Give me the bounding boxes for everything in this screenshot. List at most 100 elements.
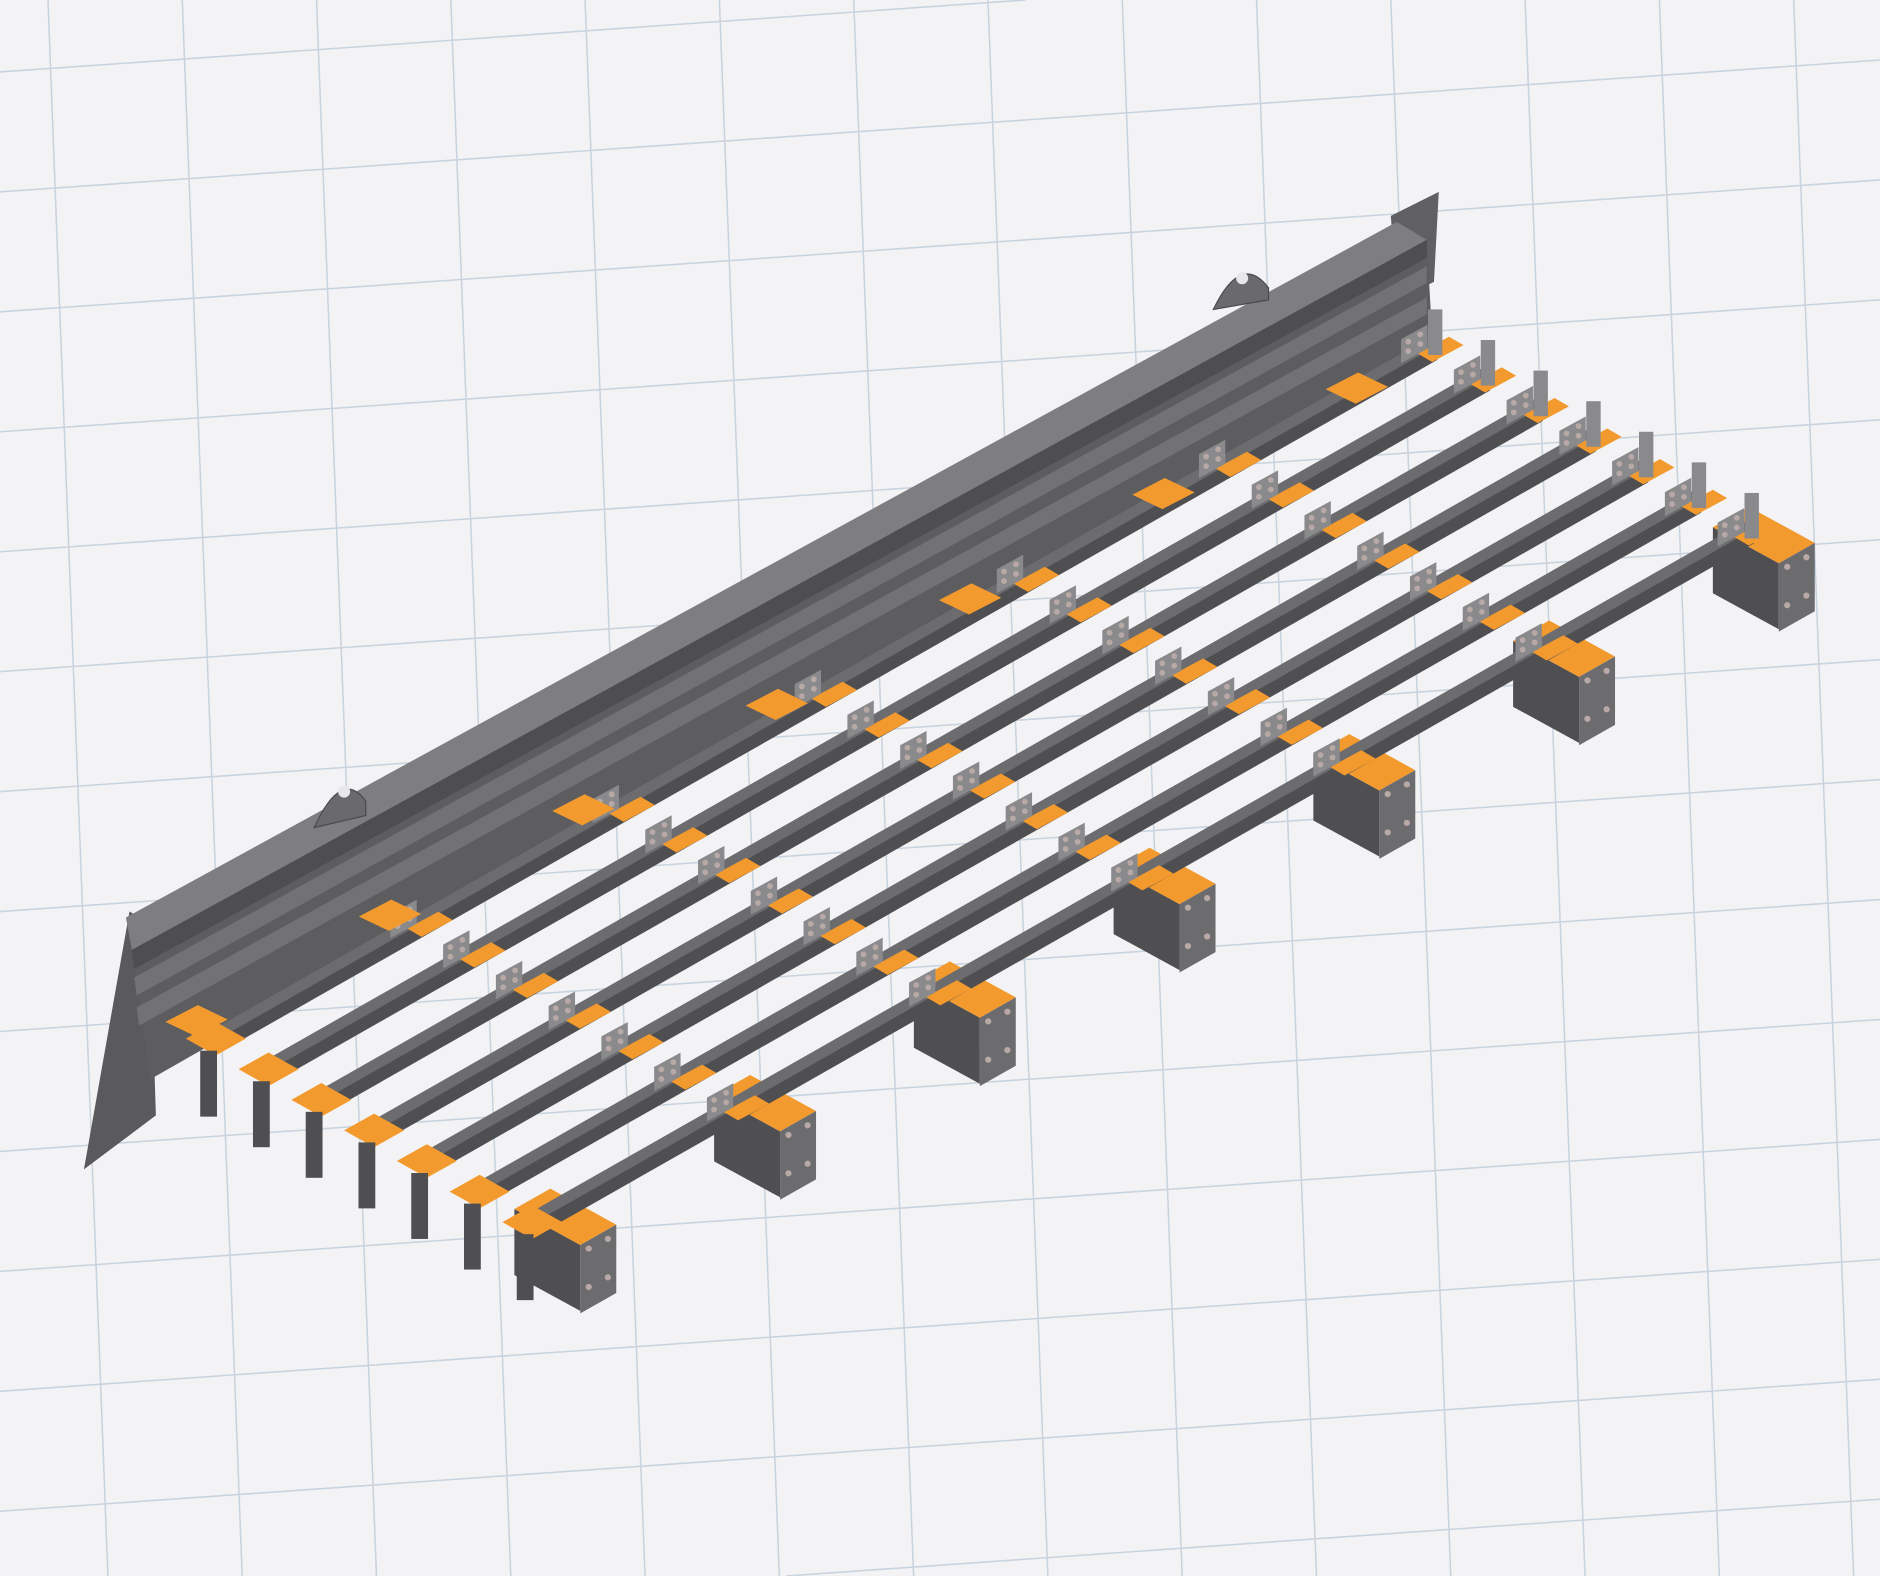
bolt (1184, 904, 1192, 911)
beam-end-clip (1427, 309, 1443, 356)
girder-seat-pad (552, 794, 615, 826)
bolt (1681, 484, 1687, 491)
bolt (863, 716, 870, 723)
clip-pad (811, 681, 858, 707)
clip-pad (670, 1064, 717, 1090)
bolt (1426, 568, 1433, 575)
grid-line-vertical (181, 0, 243, 1576)
beam-end-pad (449, 1174, 510, 1209)
bolt (512, 967, 518, 974)
bolt (1417, 341, 1424, 347)
lifting-lug-hole-right (1236, 272, 1249, 285)
bolt (1563, 440, 1570, 446)
bolt (1004, 1046, 1011, 1054)
bolt (1733, 515, 1740, 521)
beam-end-clip (1480, 340, 1496, 386)
grid-line-horizontal (0, 1258, 1880, 1393)
clip-pad (512, 972, 559, 999)
beam-end-clip (1586, 401, 1601, 447)
bolt (1065, 592, 1072, 598)
bolt (1467, 606, 1473, 613)
bolt (661, 831, 668, 838)
bolt (1329, 744, 1336, 751)
girder-flange-edge (131, 239, 1427, 970)
bolt (1403, 819, 1410, 826)
bolt (1118, 622, 1125, 629)
bolt (617, 1028, 624, 1035)
bolt (1531, 629, 1538, 636)
bolt (1784, 602, 1791, 609)
bolt (904, 744, 911, 751)
bolt (1171, 653, 1178, 659)
bolt (1021, 798, 1028, 805)
bolt (767, 883, 773, 889)
bolt (1021, 808, 1028, 815)
bolt (767, 892, 773, 899)
bolt (714, 852, 721, 859)
clip-pad (723, 1095, 770, 1121)
bolt (1510, 399, 1517, 406)
bolt (1522, 392, 1529, 399)
bolted-clips (165, 309, 1780, 1301)
bolt (1001, 578, 1007, 585)
beam-end-plate (305, 1111, 323, 1178)
bolt (804, 1160, 811, 1167)
bolt (1115, 867, 1122, 873)
bolt (1479, 599, 1485, 606)
bolt (1470, 362, 1476, 368)
bolt (1575, 423, 1582, 430)
bolt (1013, 561, 1019, 568)
bolt (1575, 432, 1582, 439)
bolt (1203, 463, 1210, 470)
bolt (985, 1056, 992, 1063)
bolt (1308, 524, 1315, 531)
bolt (798, 683, 805, 690)
lifting-lug-hole-left (338, 785, 351, 798)
bolt (1256, 484, 1262, 491)
clip-pad (1268, 482, 1315, 508)
clip-pad (1171, 658, 1218, 684)
bolt (552, 1005, 559, 1012)
bolt (723, 1089, 729, 1096)
bolt (1584, 715, 1591, 722)
beam-end-pad (502, 1205, 563, 1239)
bolt (860, 961, 867, 967)
bolt (916, 747, 923, 753)
bolt (1628, 453, 1635, 460)
beam-end-plate (358, 1142, 376, 1209)
clip-pad (1224, 689, 1271, 715)
bolt (1458, 369, 1464, 376)
bolt (1062, 846, 1069, 852)
clip-pad (873, 949, 919, 975)
clip-pad (1330, 750, 1376, 776)
bolt (807, 920, 814, 927)
grid-line-horizontal (0, 0, 1026, 73)
bolt (661, 822, 668, 828)
bolt (913, 991, 920, 998)
bolt (755, 890, 761, 897)
clip-pad (1479, 604, 1526, 630)
bolt (1320, 507, 1327, 514)
bolt (1264, 721, 1271, 728)
bolt (1127, 859, 1134, 866)
bolt (1384, 790, 1391, 798)
bolt (916, 737, 923, 744)
clip-pad (714, 857, 761, 884)
bolt (969, 768, 975, 774)
bolt (1203, 453, 1210, 460)
grid-line-vertical (1658, 0, 1721, 1576)
bolt (1603, 667, 1610, 674)
beam-end-plate (411, 1173, 429, 1239)
bolt (604, 1274, 611, 1281)
bolt (1115, 876, 1122, 883)
bolt (1414, 576, 1421, 582)
bolt (1458, 378, 1464, 385)
grid-line-horizontal (0, 299, 1880, 433)
grid-line-vertical (1121, 0, 1183, 1576)
girder-seat-pad (358, 899, 422, 931)
girder-seat-pad (165, 1005, 228, 1037)
bolt (1479, 609, 1485, 615)
bolt (702, 859, 709, 866)
bolt (447, 944, 454, 950)
